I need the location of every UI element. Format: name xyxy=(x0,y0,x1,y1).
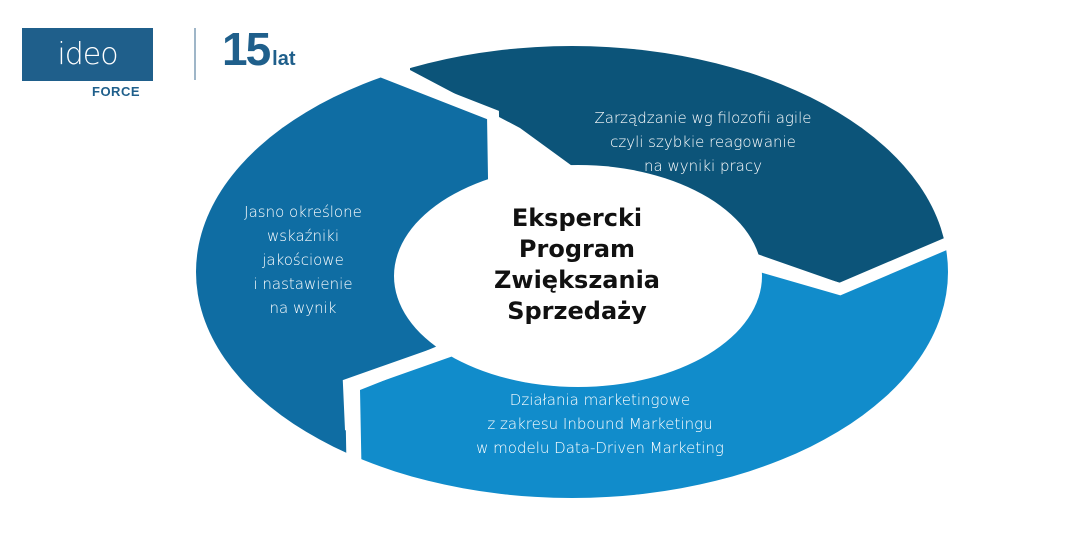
text-line: z zakresu Inbound Marketingu xyxy=(487,415,713,433)
text-line: Działania marketingowe xyxy=(509,391,691,409)
text-line: na wyniki pracy xyxy=(644,157,762,175)
segment-top-right-text: Zarządzanie wg filozofii agile czyli szy… xyxy=(548,106,858,178)
text-line: jakościowe xyxy=(262,251,344,269)
logo-text: ideo xyxy=(57,37,118,72)
years-number: 15 xyxy=(222,23,271,75)
title-line: Ekspercki xyxy=(511,204,643,232)
title-line: Zwiększania xyxy=(494,266,660,294)
text-line: czyli szybkie reagowanie xyxy=(610,133,796,151)
text-line: na wynik xyxy=(269,299,337,317)
title-line: Sprzedaży xyxy=(507,297,647,325)
years-label: lat xyxy=(272,48,296,70)
text-line: w modelu Data-Driven Marketing xyxy=(476,439,724,457)
text-line: Zarządzanie wg filozofii agile xyxy=(594,109,812,127)
text-line: wskaźniki xyxy=(266,227,340,245)
segment-left-text: Jasno określone wskaźniki jakościowe i n… xyxy=(213,200,393,320)
segment-left xyxy=(196,46,495,498)
ideo-logo: ideo xyxy=(22,28,153,81)
segment-bottom-text: Działania marketingowe z zakresu Inbound… xyxy=(440,388,760,460)
center-title: Ekspercki Program Zwiększania Sprzedaży xyxy=(477,203,677,327)
title-line: Program xyxy=(518,235,636,263)
header-divider xyxy=(194,28,196,80)
text-line: i nastawienie xyxy=(253,275,353,293)
text-line: Jasno określone xyxy=(244,203,362,221)
logo-subtext: FORCE xyxy=(92,84,140,99)
center-ellipse xyxy=(394,165,762,387)
anniversary-badge: 15 lat xyxy=(222,26,296,72)
